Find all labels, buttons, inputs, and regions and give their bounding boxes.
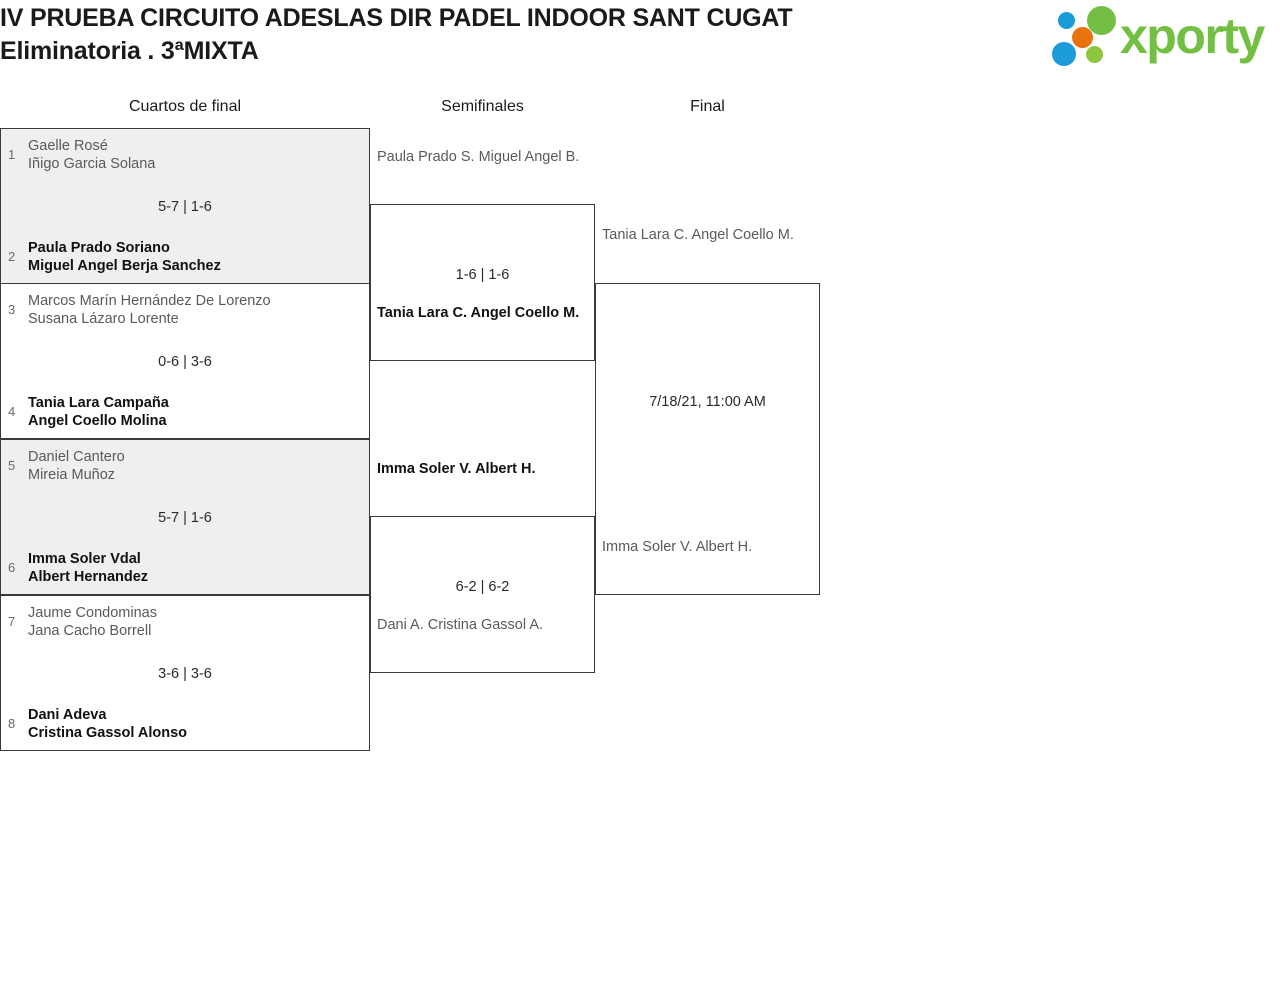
player-name-1: Imma Soler Vdal xyxy=(28,551,141,567)
tournament-title-line-1: IV PRUEBA CIRCUITO ADESLAS DIR PADEL IND… xyxy=(0,4,793,32)
match-box-qf-4[interactable]: 7 Jaume Condominas Jana Cacho Borrell 3-… xyxy=(0,595,370,751)
player-name-2: Angel Coello M. xyxy=(691,227,794,243)
team-slot[interactable]: Dani A. Cristina Gassol A. xyxy=(370,616,595,634)
team-slot[interactable]: 3 Marcos Marín Hernández De Lorenzo Susa… xyxy=(1,292,369,328)
player-name-2: Albert H. xyxy=(695,539,753,555)
xporty-logo[interactable]: xporty xyxy=(1046,4,1278,70)
logo-dot-green-small xyxy=(1086,46,1103,63)
player-name-1: Dani Adeva xyxy=(28,707,107,723)
team-slot[interactable]: 2 Paula Prado Soriano Miguel Angel Berja… xyxy=(1,239,369,275)
player-name-1: Paula Prado Soriano xyxy=(28,240,170,256)
team-slot[interactable]: 4 Tania Lara Campaña Angel Coello Molina xyxy=(1,394,369,430)
player-name-2: Mireia Muñoz xyxy=(28,467,116,483)
player-name-2: Angel Coello M. xyxy=(470,305,580,321)
player-name-2: Jana Cacho Borrell xyxy=(28,623,152,639)
team-slot[interactable]: 6 Imma Soler Vdal Albert Hernandez xyxy=(1,550,369,586)
team-slot[interactable]: 1 Gaelle Rosé Iñigo Garcia Solana xyxy=(1,137,369,173)
team-slot[interactable]: 5 Daniel Cantero Mireia Muñoz xyxy=(1,448,369,484)
seed-number: 2 xyxy=(8,249,16,264)
seed-number: 6 xyxy=(8,560,16,575)
seed-number: 5 xyxy=(8,458,16,473)
player-name-1: Imma Soler V. xyxy=(602,539,693,555)
player-name-1: Tania Lara C. xyxy=(602,227,689,243)
player-name-1: Tania Lara C. xyxy=(377,305,467,321)
team-slot[interactable]: Imma Soler V. Albert H. xyxy=(370,460,595,478)
logo-dot-blue-small xyxy=(1058,12,1075,29)
player-name-1: Paula Prado S. xyxy=(377,149,475,165)
team-slot[interactable]: Paula Prado S. Miguel Angel B. xyxy=(370,148,595,166)
logo-dot-blue-large xyxy=(1052,42,1076,66)
player-name-2: Susana Lázaro Lorente xyxy=(28,311,179,327)
team-slot[interactable]: Tania Lara C. Angel Coello M. xyxy=(370,304,595,322)
team-slot[interactable]: Imma Soler V. Albert H. xyxy=(595,538,820,556)
logo-dot-orange xyxy=(1072,27,1093,48)
player-name-2: Miguel Angel B. xyxy=(478,149,580,165)
match-score: 6-2 | 6-2 xyxy=(455,579,510,595)
round-header-quarterfinals: Cuartos de final xyxy=(128,98,242,115)
seed-number: 7 xyxy=(8,614,16,629)
player-name-1: Tania Lara Campaña xyxy=(28,395,169,411)
player-name-1: Marcos Marín Hernández De Lorenzo xyxy=(28,293,271,309)
tournament-subtitle-line-2: Eliminatoria . 3ªMIXTA xyxy=(0,37,259,65)
match-box-qf-1[interactable]: 1 Gaelle Rosé Iñigo Garcia Solana 5-7 | … xyxy=(0,128,370,284)
player-name-2: Albert Hernandez xyxy=(28,569,149,585)
seed-number: 3 xyxy=(8,302,16,317)
match-score: 5-7 | 1-6 xyxy=(158,199,212,215)
player-name-2: Miguel Angel Berja Sanchez xyxy=(28,258,221,274)
match-score: 3-6 | 3-6 xyxy=(158,666,212,682)
match-box-sf-2[interactable]: 6-2 | 6-2 xyxy=(370,516,595,673)
player-name-1: Gaelle Rosé xyxy=(28,138,108,154)
match-schedule: 7/18/21, 11:00 AM xyxy=(649,394,766,410)
match-box-qf-3[interactable]: 5 Daniel Cantero Mireia Muñoz 5-7 | 1-6 … xyxy=(0,439,370,595)
match-score: 5-7 | 1-6 xyxy=(158,510,212,526)
player-name-2: Cristina Gassol Alonso xyxy=(28,725,187,741)
team-slot[interactable]: 7 Jaume Condominas Jana Cacho Borrell xyxy=(1,604,369,640)
page-header: IV PRUEBA CIRCUITO ADESLAS DIR PADEL IND… xyxy=(0,0,1280,88)
player-name-2: Angel Coello Molina xyxy=(28,413,167,429)
match-box-sf-1[interactable]: 1-6 | 1-6 xyxy=(370,204,595,361)
team-slot[interactable]: 8 Dani Adeva Cristina Gassol Alonso xyxy=(1,706,369,742)
seed-number: 4 xyxy=(8,404,16,419)
match-box-qf-2[interactable]: 3 Marcos Marín Hernández De Lorenzo Susa… xyxy=(0,283,370,439)
player-name-2: Iñigo Garcia Solana xyxy=(28,156,156,172)
team-slot[interactable]: Tania Lara C. Angel Coello M. xyxy=(595,226,820,244)
player-name-2: Albert H. xyxy=(475,461,536,477)
logo-dots-icon xyxy=(1046,6,1124,68)
seed-number: 8 xyxy=(8,716,16,731)
match-box-final[interactable]: 7/18/21, 11:00 AM xyxy=(595,283,820,595)
player-name-1: Daniel Cantero xyxy=(28,449,125,465)
player-name-1: Dani A. xyxy=(377,617,424,633)
match-score: 0-6 | 3-6 xyxy=(158,354,212,370)
player-name-2: Cristina Gassol A. xyxy=(427,617,544,633)
seed-number: 1 xyxy=(8,147,16,162)
logo-wordmark: xporty xyxy=(1120,8,1265,64)
page-title: IV PRUEBA CIRCUITO ADESLAS DIR PADEL IND… xyxy=(0,2,960,68)
match-score: 1-6 | 1-6 xyxy=(455,267,510,283)
round-header-final: Final xyxy=(690,98,725,115)
round-header-semifinals: Semifinales xyxy=(441,98,524,115)
player-name-1: Imma Soler V. xyxy=(377,461,472,477)
logo-dot-green-large xyxy=(1087,6,1116,35)
player-name-1: Jaume Condominas xyxy=(28,605,157,621)
